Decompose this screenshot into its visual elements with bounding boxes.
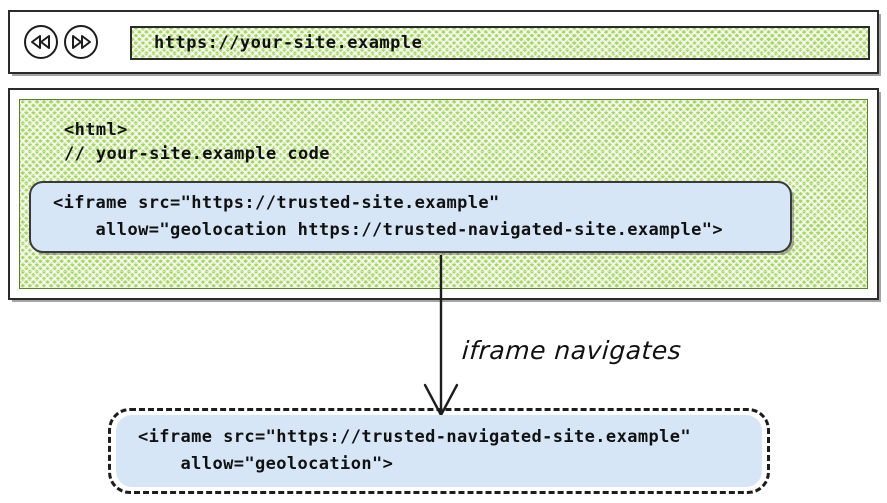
navigation-buttons xyxy=(24,25,98,59)
iframe-element-original: <iframe src="https://trusted-site.exampl… xyxy=(29,181,792,253)
forward-button[interactable] xyxy=(64,25,98,59)
code-line-html: <html> xyxy=(64,120,128,140)
iframe-element-navigated: <iframe src="https://trusted-navigated-s… xyxy=(116,415,762,487)
navigated-iframe-outline xyxy=(108,408,770,494)
url-text: https://your-site.example xyxy=(154,33,423,53)
navigated-iframe-src-line: <iframe src="https://trusted-navigated-s… xyxy=(138,427,692,447)
code-line-comment: // your-site.example code xyxy=(64,144,330,164)
fast-forward-icon xyxy=(70,34,92,50)
rewind-icon xyxy=(30,34,52,50)
browser-window: https://your-site.example <html> // your… xyxy=(8,10,879,300)
browser-toolbar: https://your-site.example xyxy=(8,10,879,74)
navigated-iframe-allow-line: allow="geolocation"> xyxy=(138,454,394,474)
iframe-src-line: <iframe src="https://trusted-site.exampl… xyxy=(53,193,500,213)
page-content-area: <html> // your-site.example code <iframe… xyxy=(19,99,868,289)
site-source-code: <html> // your-site.example code xyxy=(64,118,330,166)
annotation-iframe-navigates: iframe navigates xyxy=(460,336,683,365)
back-button[interactable] xyxy=(24,25,58,59)
iframe-allow-line: allow="geolocation https://trusted-navig… xyxy=(53,220,723,240)
url-bar[interactable]: https://your-site.example xyxy=(130,26,870,60)
page-viewport: <html> // your-site.example code <iframe… xyxy=(8,88,879,300)
